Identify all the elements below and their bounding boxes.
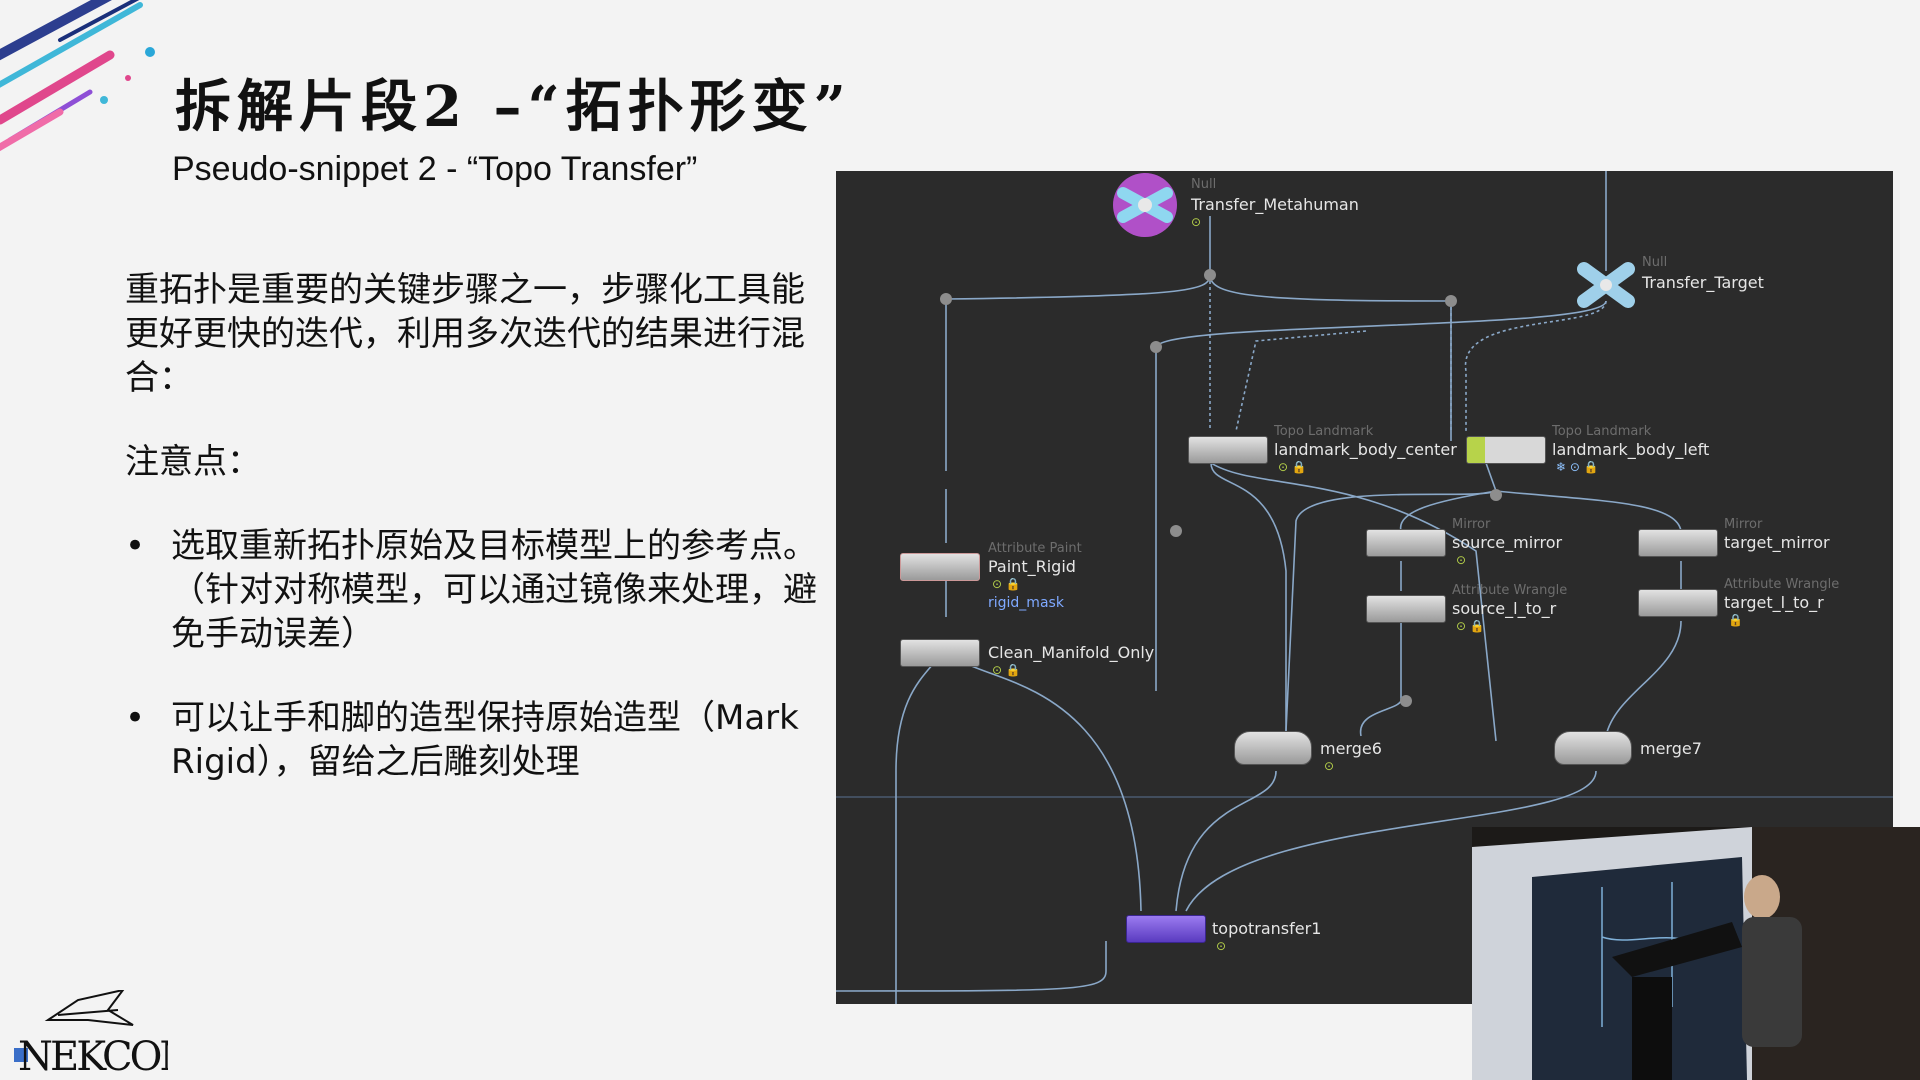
display-flag-icon: ⊙ 🔒 bbox=[1278, 460, 1307, 474]
display-flag-icon: ⊙ bbox=[1216, 939, 1227, 953]
node-type-label: Attribute Wrangle bbox=[1452, 583, 1568, 598]
lock-flag-icon: 🔒 bbox=[1728, 613, 1743, 627]
node-tile bbox=[1188, 436, 1268, 464]
freeze-flag-icon: ❄ ⊙ 🔒 bbox=[1556, 460, 1599, 474]
node-type-label: Topo Landmark bbox=[1274, 424, 1374, 439]
node-name-label: Transfer_Target bbox=[1642, 273, 1764, 292]
bullet-item: 选取重新拓扑原始及目标模型上的参考点。（针对对称模型，可以通过镜像来处理，避免手… bbox=[125, 524, 825, 656]
node-type-label: Mirror bbox=[1452, 517, 1491, 532]
node-tile bbox=[1466, 436, 1546, 464]
bullet-list: 选取重新拓扑原始及目标模型上的参考点。（针对对称模型，可以通过镜像来处理，避免手… bbox=[125, 524, 825, 784]
node-name-label: Transfer_Metahuman bbox=[1191, 195, 1359, 214]
node-name-label: source_l_to_r bbox=[1452, 599, 1557, 618]
node-tile bbox=[1366, 595, 1446, 623]
node-name-label: topotransfer1 bbox=[1212, 919, 1322, 938]
node-type-label: Null bbox=[1191, 177, 1217, 192]
node-name-label: Clean_Manifold_Only bbox=[988, 643, 1155, 662]
node-name-label: merge7 bbox=[1640, 739, 1702, 758]
node-type-label: Null bbox=[1642, 255, 1668, 270]
bullet-item: 可以让手和脚的造型保持原始造型（Mark Rigid），留给之后雕刻处理 bbox=[125, 696, 825, 784]
nekcom-logo: NEKCOM bbox=[14, 990, 168, 1075]
null-node-icon bbox=[1113, 173, 1177, 237]
display-flag-icon: ⊙ bbox=[1191, 215, 1202, 229]
presenter-video bbox=[1472, 827, 1920, 1080]
display-flag-icon: ⊙ 🔒 bbox=[1456, 619, 1485, 633]
node-tile bbox=[1638, 529, 1718, 557]
node-wires bbox=[836, 171, 1893, 1004]
node-tile bbox=[1126, 915, 1206, 943]
node-name-label: landmark_body_left bbox=[1552, 440, 1710, 459]
node-name-label: target_mirror bbox=[1724, 533, 1830, 552]
notes-heading: 注意点： bbox=[125, 442, 261, 482]
node-tile bbox=[1638, 589, 1718, 617]
null-node-icon bbox=[1577, 262, 1635, 308]
node-name-label: landmark_body_center bbox=[1274, 440, 1457, 459]
node-type-label: Attribute Paint bbox=[988, 541, 1082, 556]
node-tile bbox=[900, 553, 980, 581]
node-name-label: target_l_to_r bbox=[1724, 593, 1824, 612]
node-extra-label: rigid_mask bbox=[988, 595, 1064, 611]
node-tile bbox=[1234, 731, 1312, 765]
svg-text:NEKCOM: NEKCOM bbox=[18, 1034, 168, 1075]
node-type-label: Topo Landmark bbox=[1552, 424, 1652, 439]
display-flag-icon: ⊙ bbox=[1324, 759, 1335, 773]
node-tile bbox=[1554, 731, 1632, 765]
node-name-label: merge6 bbox=[1320, 739, 1382, 758]
node-tile bbox=[900, 639, 980, 667]
node-tile bbox=[1366, 529, 1446, 557]
node-name-label: source_mirror bbox=[1452, 533, 1563, 552]
slide-title: 拆解片段2 –“拓扑形变” bbox=[175, 74, 852, 140]
presenter-video-frame bbox=[1472, 827, 1920, 1080]
intro-paragraph: 重拓扑是重要的关键步骤之一，步骤化工具能更好更快的迭代，利用多次迭代的结果进行混… bbox=[125, 270, 805, 398]
slide-subtitle: Pseudo-snippet 2 - “Topo Transfer” bbox=[172, 150, 698, 188]
node-type-label: Mirror bbox=[1724, 517, 1763, 532]
display-flag-icon: ⊙ bbox=[1456, 553, 1467, 567]
node-type-label: Attribute Wrangle bbox=[1724, 577, 1840, 592]
decorative-streaks bbox=[0, 0, 155, 152]
node-name-label: Paint_Rigid bbox=[988, 557, 1076, 576]
display-flag-icon: ⊙ 🔒 bbox=[992, 577, 1021, 591]
slide-body: 重拓扑是重要的关键步骤之一，步骤化工具能更好更快的迭代，利用多次迭代的结果进行混… bbox=[125, 268, 825, 824]
display-flag-icon: ⊙ 🔒 bbox=[992, 663, 1021, 677]
